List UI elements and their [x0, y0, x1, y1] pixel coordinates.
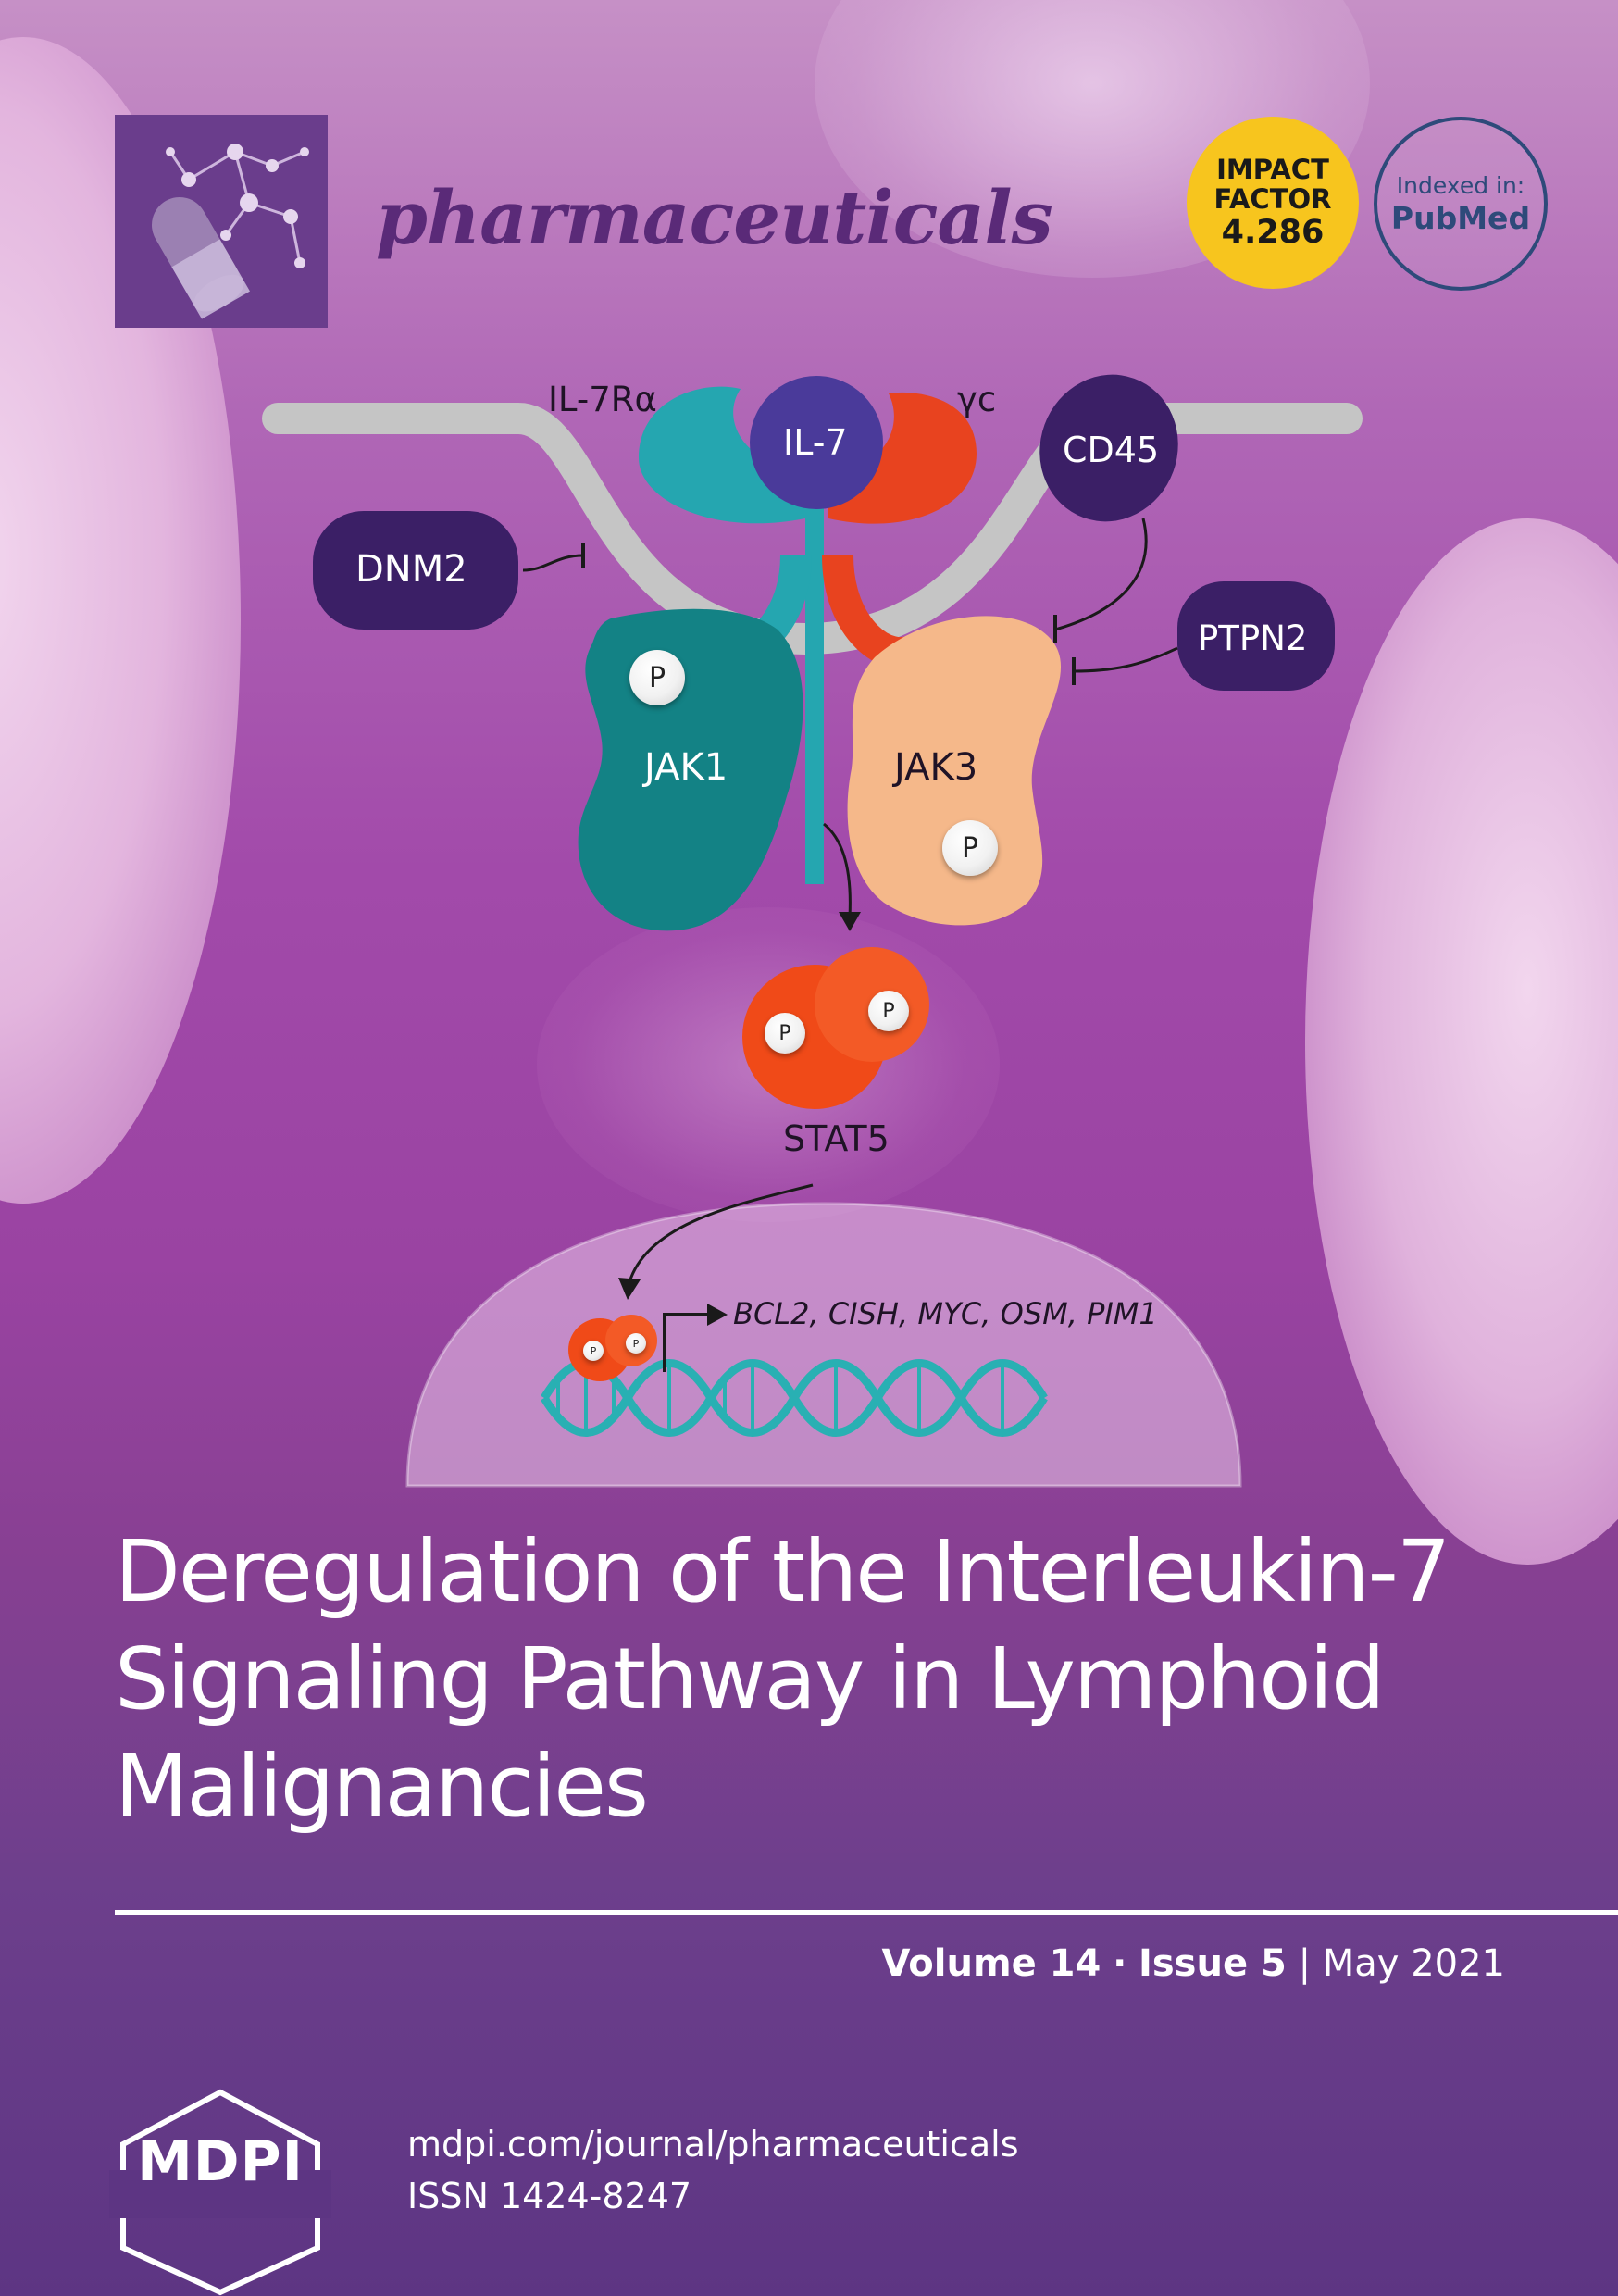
publisher-info: mdpi.com/journal/pharmaceuticals ISSN 14… [407, 2118, 1019, 2222]
il7-ligand [750, 376, 883, 509]
il7-pathway-diagram [262, 374, 1363, 1488]
il7-label: IL-7 [783, 422, 848, 463]
il7ra-receptor [639, 386, 824, 884]
target-genes-label: BCL2, CISH, MYC, OSM, PIM1 [733, 1296, 1158, 1331]
cd45-label: CD45 [1063, 430, 1160, 470]
cd45-shape [1039, 374, 1178, 522]
impact-factor-line2: FACTOR [1214, 183, 1332, 215]
phospho-stat5-right: P [868, 991, 909, 1031]
journal-url[interactable]: mdpi.com/journal/pharmaceuticals [407, 2124, 1019, 2165]
issue-number-label: Issue 5 [1138, 1942, 1287, 1985]
jak3-shape [847, 616, 1062, 926]
phospho-dna-right: P [626, 1333, 646, 1354]
gamma-c-label: γc [957, 380, 997, 419]
jak3-label: JAK3 [894, 746, 978, 789]
issn-number: ISSN 1424-8247 [407, 2176, 692, 2216]
article-title-line3: Malignancies [115, 1737, 649, 1836]
article-title-line1: Deregulation of the Interleukin-7 [115, 1522, 1450, 1621]
issue-divider: | [1298, 1942, 1323, 1985]
impact-factor-line1: IMPACT [1216, 154, 1329, 185]
impact-factor-value: 4.286 [1221, 214, 1325, 251]
volume-label: Volume 14 [881, 1942, 1101, 1985]
title-divider [115, 1910, 1618, 1915]
mdpi-logo-text: MDPI [137, 2129, 304, 2194]
il7ra-label: IL-7Rα [548, 380, 657, 419]
article-title-line2: Signaling Pathway in Lymphoid [115, 1629, 1385, 1728]
article-title: Deregulation of the Interleukin-7 Signal… [115, 1518, 1559, 1841]
impact-factor-badge: IMPACT FACTOR 4.286 [1187, 117, 1359, 289]
dnm2-shape [313, 511, 518, 630]
issue-separator: · [1113, 1942, 1127, 1985]
issue-info: Volume 14 · Issue 5 | May 2021 [882, 1942, 1506, 1985]
nucleus [405, 1202, 1242, 1488]
journal-logo-box [115, 115, 328, 328]
indexed-pubmed-badge: Indexed in: PubMed [1374, 117, 1548, 291]
pubmed-label: PubMed [1390, 200, 1531, 236]
indexed-in-label: Indexed in: [1396, 172, 1525, 199]
molecule-capsule-icon [152, 144, 309, 319]
journal-name: pharmaceuticals [376, 174, 1053, 261]
dnm2-label: DNM2 [355, 548, 467, 591]
jak1-label: JAK1 [644, 746, 728, 789]
phospho-stat5-left: P [765, 1013, 805, 1054]
ptpn2-label: PTPN2 [1198, 618, 1308, 658]
issue-date: May 2021 [1322, 1942, 1505, 1985]
phospho-jak3: P [942, 820, 998, 876]
phospho-jak1: P [629, 650, 685, 705]
phospho-dna-left: P [583, 1341, 604, 1361]
mdpi-logo-icon [109, 2089, 331, 2296]
ptpn2-shape [1177, 581, 1335, 691]
dna-helix [541, 1359, 1048, 1437]
gamma-c-receptor [828, 392, 977, 796]
stat5-label: STAT5 [783, 1118, 890, 1159]
